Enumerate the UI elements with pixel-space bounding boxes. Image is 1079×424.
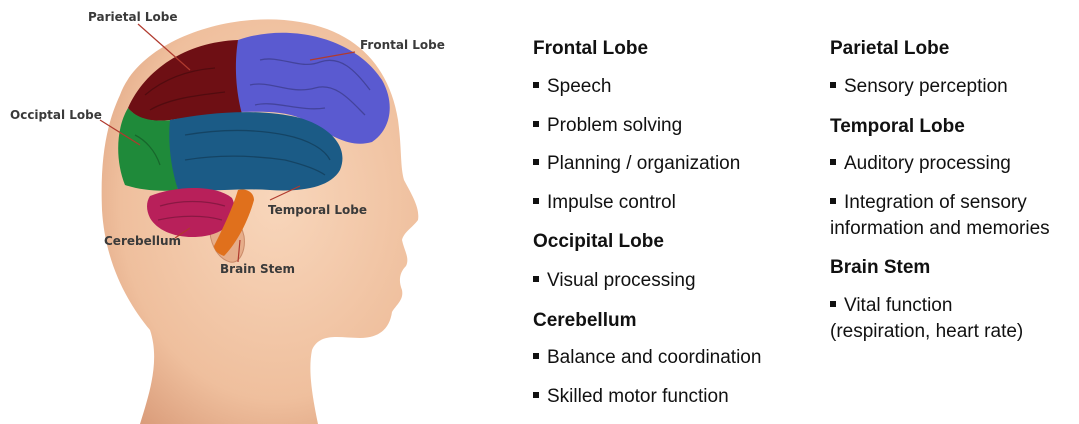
bullet-icon (533, 198, 539, 204)
heading-brain-stem: Brain Stem (830, 257, 930, 279)
parietal-item-sensory: Sensory perception (830, 75, 1008, 99)
bullet-icon (830, 159, 836, 165)
temporal-item-integration: Integration of sensory (830, 191, 1027, 215)
heading-cerebellum: Cerebellum (533, 310, 636, 332)
bullet-icon (533, 159, 539, 165)
head-illustration (0, 0, 480, 424)
cerebellum-item-motor: Skilled motor function (533, 385, 729, 409)
bullet-icon (830, 198, 836, 204)
heading-parietal-lobe: Parietal Lobe (830, 38, 949, 60)
heading-occipital-lobe: Occipital Lobe (533, 231, 664, 253)
frontal-item-impulse-control: Impulse control (533, 191, 676, 215)
temporal-item-auditory: Auditory processing (830, 152, 1011, 176)
frontal-item-planning: Planning / organization (533, 152, 740, 176)
bullet-icon (533, 82, 539, 88)
bullet-icon (533, 276, 539, 282)
heading-frontal-lobe: Frontal Lobe (533, 38, 648, 60)
cerebellum-item-balance: Balance and coordination (533, 346, 761, 370)
label-parietal-lobe: Parietal Lobe (88, 10, 177, 24)
bullet-icon (533, 392, 539, 398)
heading-temporal-lobe: Temporal Lobe (830, 116, 965, 138)
temporal-item-integration-cont: information and memories (830, 217, 1050, 241)
label-brain-stem: Brain Stem (220, 262, 295, 276)
label-temporal-lobe: Temporal Lobe (268, 203, 367, 217)
label-cerebellum: Cerebellum (104, 234, 181, 248)
occipital-item-visual: Visual processing (533, 269, 696, 293)
brainstem-item-vital: Vital function (830, 294, 952, 318)
frontal-item-speech: Speech (533, 75, 611, 99)
label-occipital-lobe: Occiptal Lobe (10, 108, 102, 122)
bullet-icon (830, 301, 836, 307)
frontal-item-problem-solving: Problem solving (533, 114, 682, 138)
bullet-icon (533, 353, 539, 359)
bullet-icon (830, 82, 836, 88)
occipital-lobe-region (118, 108, 178, 191)
label-frontal-lobe: Frontal Lobe (360, 38, 445, 52)
brainstem-item-vital-cont: (respiration, heart rate) (830, 320, 1023, 344)
brain-diagram: Parietal Lobe Frontal Lobe Occiptal Lobe… (0, 0, 480, 424)
bullet-icon (533, 121, 539, 127)
